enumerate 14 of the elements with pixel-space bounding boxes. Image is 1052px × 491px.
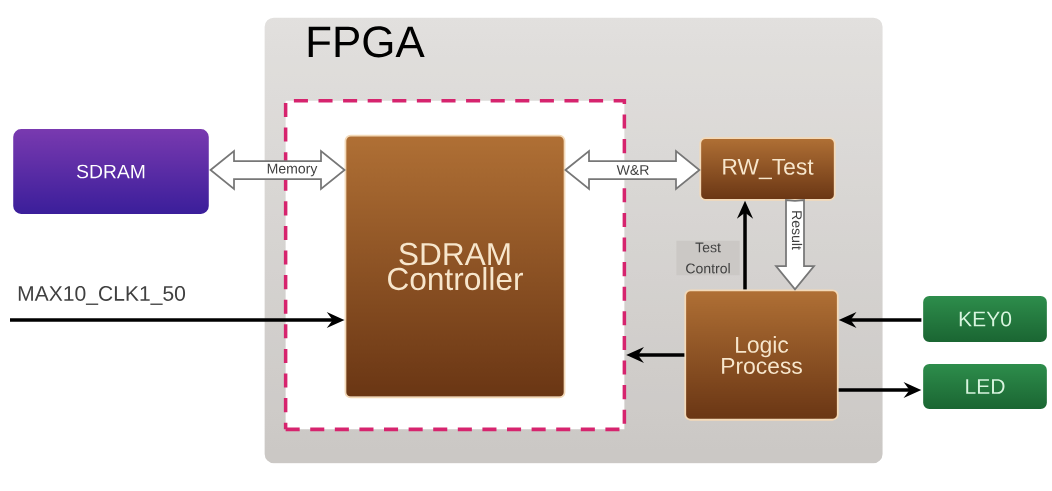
edge-label: MAX10_CLK1_50 [18, 286, 186, 305]
edge-label: W&R [616, 165, 649, 175]
edge-label: Result [791, 211, 803, 250]
block-arrow [209, 149, 346, 191]
io-box: LED [921, 362, 1049, 411]
memory-box: SDRAM [11, 127, 211, 216]
module-box: Logic Process [684, 289, 839, 421]
block-arrow [564, 149, 701, 191]
edge-label: Memory [267, 163, 318, 177]
edge-label: Test Control [676, 240, 740, 276]
block-arrow [774, 199, 816, 291]
module-box: SDRAM Controller [344, 134, 566, 399]
io-box: KEY0 [921, 294, 1049, 344]
module-box: RW_Test [699, 137, 836, 201]
